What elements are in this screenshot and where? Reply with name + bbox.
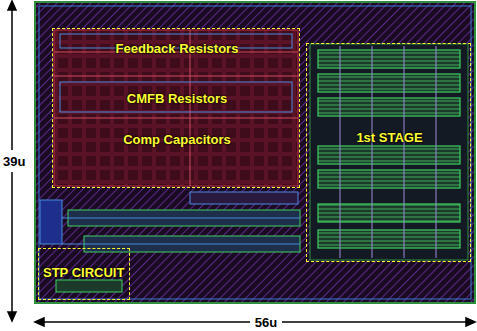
layout-region: 1st STAGE (306, 43, 471, 262)
region-label: Feedback Resistors (116, 41, 239, 56)
dimension-label: 39u (1, 154, 27, 169)
region-label: Comp Capacitors (123, 132, 231, 147)
region-label: CMFB Resistors (127, 91, 227, 106)
layout-region: STP CIRCUIT (38, 248, 130, 300)
region-label: 1st STAGE (356, 130, 422, 145)
dimension-label: 56u (253, 315, 279, 330)
region-label: STP CIRCUIT (43, 265, 124, 280)
layout-region: Feedback ResistorsCMFB ResistorsComp Cap… (52, 28, 300, 188)
